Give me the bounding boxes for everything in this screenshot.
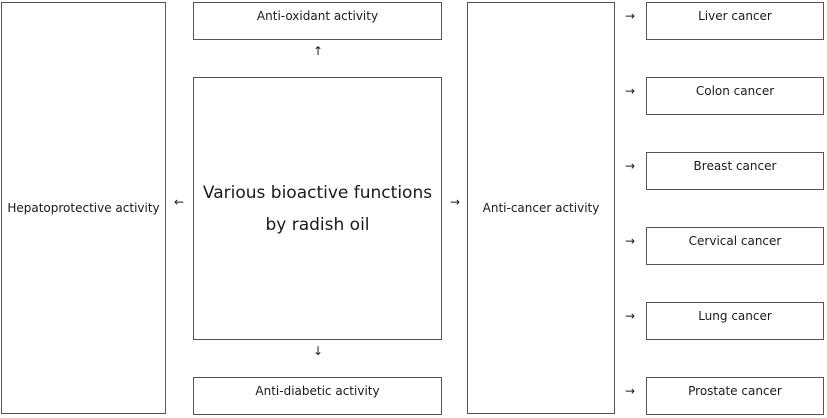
colon-cancer-label: Colon cancer [695, 84, 775, 98]
center-title: Various bioactive functions by radish oi… [203, 177, 432, 241]
breast-cancer-box: Breast cancer [646, 152, 824, 190]
colon-cancer-box: Colon cancer [646, 77, 824, 115]
arrow-right-icon: → [624, 159, 636, 173]
anti-cancer-label: Anti-cancer activity [482, 201, 600, 215]
arrow-right-icon: → [624, 9, 636, 23]
cervical-cancer-label: Cervical cancer [688, 234, 782, 248]
center-box: Various bioactive functions by radish oi… [193, 77, 442, 340]
lung-cancer-box: Lung cancer [646, 302, 824, 340]
anti-oxidant-box: Anti-oxidant activity [193, 2, 442, 40]
arrow-right-icon: → [449, 195, 461, 209]
center-title-line1: Various bioactive functions [202, 182, 433, 203]
hepatoprotective-label: Hepatoprotective activity [7, 201, 160, 215]
anti-diabetic-label: Anti-diabetic activity [255, 384, 380, 398]
cervical-cancer-box: Cervical cancer [646, 227, 824, 265]
breast-cancer-label: Breast cancer [693, 159, 777, 173]
anti-cancer-box: Anti-cancer activity [467, 2, 615, 414]
arrow-left-icon: ← [173, 195, 185, 209]
lung-cancer-label: Lung cancer [698, 309, 772, 323]
arrow-right-icon: → [624, 84, 636, 98]
arrow-up-icon: ↑ [312, 44, 324, 58]
liver-cancer-box: Liver cancer [646, 2, 824, 40]
arrow-down-icon: ↓ [312, 344, 324, 358]
arrow-right-icon: → [624, 309, 636, 323]
arrow-right-icon: → [624, 384, 636, 398]
liver-cancer-label: Liver cancer [698, 9, 772, 23]
hepatoprotective-box: Hepatoprotective activity [1, 2, 166, 414]
center-title-line2: by radish oil [265, 214, 370, 235]
arrow-right-icon: → [624, 234, 636, 248]
anti-diabetic-box: Anti-diabetic activity [193, 377, 442, 415]
prostate-cancer-box: Prostate cancer [646, 377, 824, 415]
anti-oxidant-label: Anti-oxidant activity [256, 9, 379, 23]
prostate-cancer-label: Prostate cancer [688, 384, 782, 398]
